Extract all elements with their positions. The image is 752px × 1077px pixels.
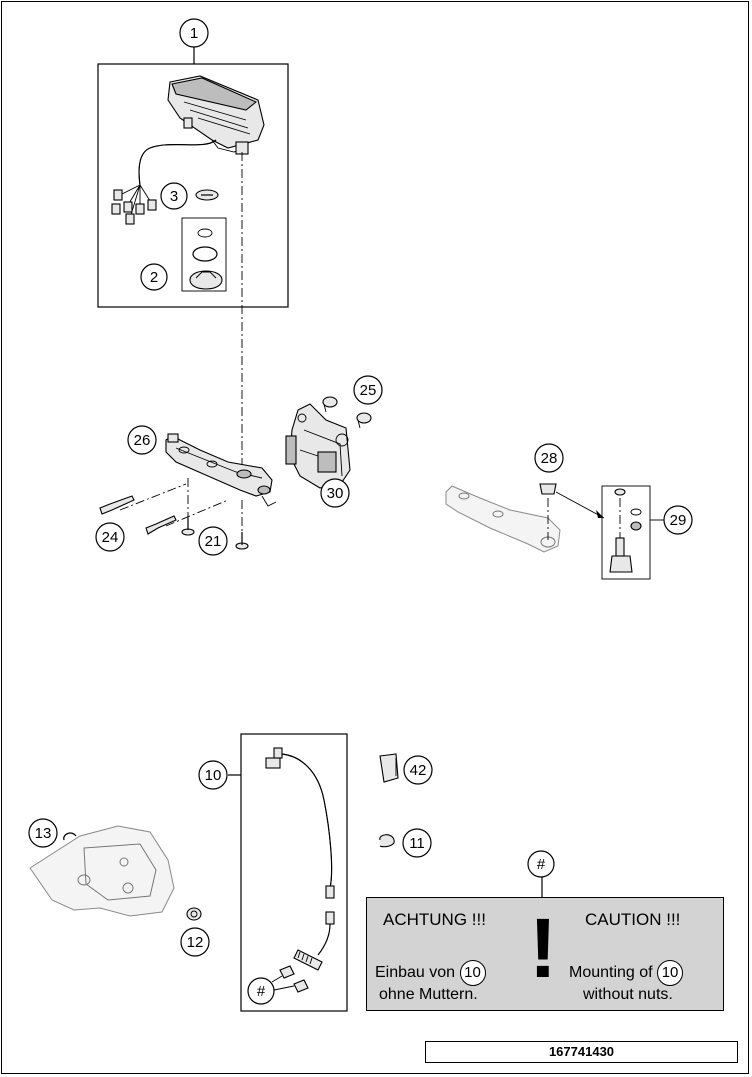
callout-25 <box>353 375 383 405</box>
callout-13-label: 13 <box>35 825 52 842</box>
cable-tie-11 <box>379 834 395 848</box>
callout-2 <box>140 263 168 291</box>
screw-24b <box>145 499 229 535</box>
grommet-25a <box>322 396 338 408</box>
dashboard-group-box <box>97 63 289 308</box>
bracket-part-30 <box>285 403 351 489</box>
callout-25-label: 25 <box>360 382 377 399</box>
caution-de-line2: ohne Muttern. <box>379 986 478 1003</box>
callout-12 <box>180 927 210 957</box>
grommet-kit-box-29 <box>601 485 651 580</box>
callout-30 <box>320 478 350 508</box>
callout-26-label: 26 <box>134 432 151 449</box>
callout-13 <box>28 818 58 848</box>
callout-hash-notice <box>527 850 555 878</box>
caution-title-de: ACHTUNG !!! <box>383 910 486 929</box>
sensor-group-box <box>240 733 348 1012</box>
caution-en-line1: Mounting of 10 <box>569 960 684 986</box>
seal-kit-box <box>181 217 227 292</box>
callout-1-label: 1 <box>190 25 198 42</box>
callout-hash-nuts <box>247 977 275 1005</box>
callout-28-label: 28 <box>541 450 558 467</box>
callout-30-label: 30 <box>327 485 344 502</box>
callout-hash-nuts-label: # <box>257 983 266 1000</box>
o-ring-large <box>192 246 218 262</box>
caution-title-en: CAUTION !!! <box>585 910 681 929</box>
connector-plugs <box>111 184 157 225</box>
callout-21-label: 21 <box>205 533 222 550</box>
headlight-bracket-26 <box>165 433 277 507</box>
o-ring-small <box>197 228 213 238</box>
callout-29 <box>663 505 693 535</box>
dashboard-unit <box>138 75 265 186</box>
callout-3-label: 3 <box>170 188 178 205</box>
callout-1 <box>179 18 209 48</box>
callout-26 <box>127 425 157 455</box>
callout-29-label: 29 <box>670 512 687 529</box>
spacer-12 <box>186 907 202 921</box>
callout-24-label: 24 <box>102 529 119 546</box>
cable-clip-42 <box>379 753 399 783</box>
callout-3 <box>160 182 188 210</box>
callout-11 <box>402 828 432 858</box>
caution-de-ref-circle: 10 <box>459 960 486 986</box>
callout-hash-notice-label: # <box>537 856 546 873</box>
caution-de-line1: Einbau von 10 <box>375 960 486 986</box>
callout-10-label: 10 <box>205 767 222 784</box>
caution-en-line1-text: Mounting of <box>569 964 653 982</box>
retaining-ring-13 <box>63 832 77 841</box>
socket-cap-part-2 <box>189 270 223 290</box>
caution-de-line1-text: Einbau von <box>375 964 456 982</box>
callout-28 <box>534 443 564 473</box>
callout-24 <box>95 522 125 552</box>
drawing-number: 167741430 <box>425 1041 738 1063</box>
caution-en-ref-circle: 10 <box>657 960 684 986</box>
exclamation-mark-icon: ! <box>529 901 557 995</box>
callout-2-label: 2 <box>150 269 158 286</box>
brake-caliper-ghost <box>29 825 175 917</box>
callout-21 <box>198 526 228 556</box>
callout-10 <box>198 760 228 790</box>
callout-12-label: 12 <box>187 934 204 951</box>
nut-b <box>293 979 309 993</box>
callout-42-label: 42 <box>410 762 427 779</box>
grommet-28 <box>539 483 557 495</box>
callout-42 <box>403 755 433 785</box>
bracket-detail-ghost <box>445 485 561 553</box>
nut-a <box>279 965 295 979</box>
caution-notice: ACHTUNG !!! CAUTION !!! ! Einbau von 10 … <box>366 897 724 1011</box>
grommet-25b <box>356 412 372 424</box>
screw-24a <box>99 483 187 515</box>
callout-11-label: 11 <box>409 835 425 852</box>
speed-sensor-cable <box>265 747 335 971</box>
caution-en-line2: without nuts. <box>583 986 673 1003</box>
